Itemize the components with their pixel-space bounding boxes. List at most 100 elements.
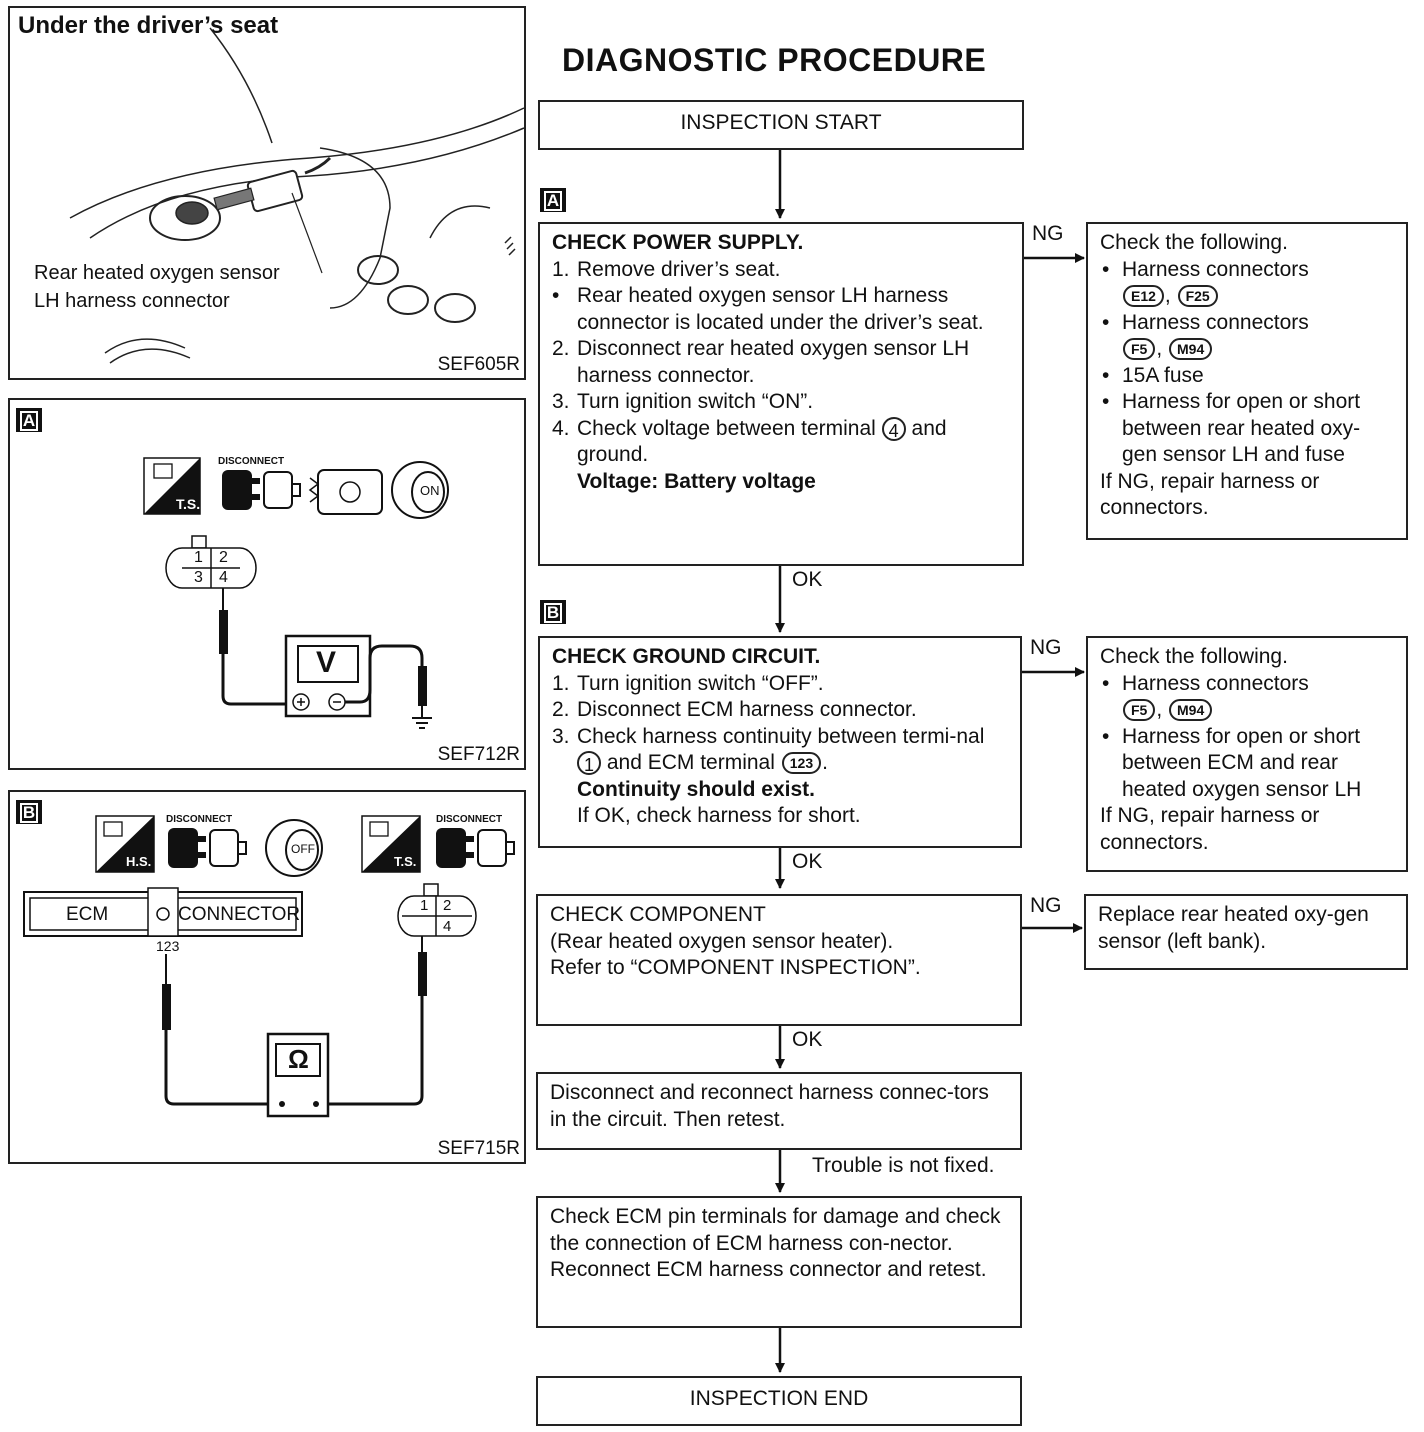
seat-panel-heading: Under the driver’s seat (18, 12, 279, 39)
ng-a-outro: If NG, repair harness or connectors. (1100, 469, 1320, 520)
step-b-item-3: 3.Check harness continuity between termi… (552, 724, 985, 776)
check-ecm-pins-box: Check ECM pin terminals for damage and c… (536, 1196, 1022, 1328)
step-b-note: If OK, check harness for short. (577, 804, 861, 827)
step-e-text: Check ECM pin terminals for damage and c… (550, 1205, 1001, 1281)
step-a-spec: Voltage: Battery voltage (577, 469, 816, 493)
pin-1: 1 (420, 897, 429, 914)
sensor-connector (397, 883, 477, 937)
disconnect-label: DISCONNECT (218, 456, 285, 467)
hs-label: H.S. (126, 854, 152, 869)
disconnect-icon (222, 470, 301, 510)
ecm-connector (23, 887, 303, 937)
reconnect-retest-box: Disconnect and reconnect harness connec-… (536, 1072, 1022, 1150)
pin-1: 1 (194, 549, 203, 566)
ng-a-box: Check the following. •Harness connectors… (1086, 222, 1408, 540)
voltage-check-panel: A (8, 398, 526, 770)
step-b-item-2: 2.Disconnect ECM harness connector. (552, 698, 917, 721)
pin-4: 4 (443, 918, 452, 935)
step-a-badge: A (540, 188, 566, 212)
connector-m94-badge: M94 (1169, 338, 1213, 361)
disconnect-icon (436, 828, 515, 868)
step-c-line-2: (Rear heated oxygen sensor heater). (550, 929, 894, 953)
ng-a-bullet-4: •Harness for open or short between rear … (1102, 390, 1361, 466)
ng-b-intro: Check the following. (1100, 645, 1288, 668)
ignition-on-icon (391, 461, 449, 519)
inspection-start-box: INSPECTION START (538, 100, 1024, 150)
ng-a-bullet-3: •15A fuse (1102, 363, 1204, 387)
panel-a-badge: A (16, 408, 42, 432)
step-a-item-4: 4.Check voltage between terminal 4 and g… (552, 416, 947, 467)
voltmeter-symbol: V (316, 646, 337, 679)
sensor-callout-line1: Rear heated oxygen sensor (34, 262, 280, 284)
ng-label: NG (1032, 222, 1064, 245)
step-b-title: CHECK GROUND CIRCUIT. (552, 645, 821, 668)
ng-label: NG (1030, 636, 1062, 659)
ts-label: T.S. (394, 854, 417, 869)
ng-c-text: Replace rear heated oxy-gen sensor (left… (1098, 903, 1369, 953)
ng-b-outro: If NG, repair harness or connectors. (1100, 804, 1320, 854)
connector-label: CONNECTOR (178, 904, 301, 925)
ng-c-box: Replace rear heated oxy-gen sensor (left… (1084, 894, 1408, 970)
step-b-item-1: 1.Turn ignition switch “OFF”. (552, 671, 824, 695)
step-b-spec: Continuity should exist. (577, 777, 816, 801)
ng-b-box: Check the following. •Harness connectors… (1086, 636, 1408, 872)
ok-label: OK (792, 850, 823, 873)
terminal-1-badge: 1 (577, 751, 601, 776)
pin-2: 2 (443, 897, 452, 914)
seat-illustration (69, 27, 525, 364)
figure-code: SEF715R (437, 1138, 520, 1159)
ng-b-bullet-2: •Harness for open or short between ECM a… (1102, 724, 1362, 801)
engine-icon (308, 469, 383, 515)
test-sheet-icon (143, 457, 201, 515)
connector-e12-badge: E12 (1123, 285, 1164, 308)
sensor-callout-line2: LH harness connector (34, 290, 230, 312)
check-ground-circuit-box: CHECK GROUND CIRCUIT. 1.Turn ignition sw… (538, 636, 1022, 848)
step-a-item-2: 2.Disconnect rear heated oxygen sensor L… (552, 337, 970, 387)
connector-f5-badge: F5 (1123, 699, 1156, 722)
disconnect-label: DISCONNECT (436, 814, 503, 825)
pin-4: 4 (219, 569, 228, 586)
inspection-end-box: INSPECTION END (536, 1376, 1022, 1426)
seat-location-panel: Under the driver’s seat Rear heated oxyg… (8, 6, 526, 380)
on-label: ON (420, 483, 440, 498)
off-label: OFF (291, 842, 315, 856)
step-a-item-1: 1.Remove driver’s seat. (552, 257, 781, 281)
ecm-label: ECM (66, 904, 109, 925)
voltmeter (284, 634, 372, 718)
step-a-item-3: 3.Turn ignition switch “ON”. (552, 390, 814, 413)
connector-f25-badge: F25 (1177, 285, 1218, 308)
step-b-badge: B (540, 600, 566, 624)
connector-f5-badge: F5 (1123, 338, 1156, 361)
ng-a-intro: Check the following. (1100, 231, 1288, 254)
connector-m94-badge: M94 (1169, 699, 1213, 722)
ecm-terminal-123-badge: 123 (781, 752, 822, 775)
ts-label: T.S. (176, 496, 201, 512)
pin-2: 2 (219, 549, 228, 566)
terminal-4-badge: 4 (881, 416, 906, 441)
figure-code: SEF712R (437, 744, 520, 765)
ohmmeter-symbol: Ω (288, 1044, 309, 1074)
check-component-box: CHECK COMPONENT (Rear heated oxygen sens… (536, 894, 1022, 1026)
step-a-bullet: •Rear heated oxygen sensor LH harness co… (552, 284, 984, 334)
ok-label: OK (792, 568, 823, 591)
disconnect-icon (168, 828, 247, 868)
pin-3: 3 (194, 569, 203, 586)
step-a-title: CHECK POWER SUPPLY. (552, 231, 804, 254)
ground-symbol (412, 717, 432, 729)
test-sheet-icon (361, 815, 421, 873)
page-title: DIAGNOSTIC PROCEDURE (562, 42, 987, 78)
trouble-not-fixed-label: Trouble is not fixed. (812, 1154, 995, 1177)
ecm-terminal-label: 123 (156, 938, 180, 954)
ohmmeter (266, 1032, 330, 1118)
check-power-supply-box: CHECK POWER SUPPLY. 1.Remove driver’s se… (538, 222, 1024, 566)
panel-b-badge: B (16, 800, 42, 824)
step-d-text: Disconnect and reconnect harness connec-… (550, 1081, 989, 1131)
ok-label: OK (792, 1028, 823, 1051)
disconnect-label: DISCONNECT (166, 814, 233, 825)
continuity-check-diagram (23, 815, 515, 1118)
step-c-line-3: Refer to “COMPONENT INSPECTION”. (550, 956, 921, 979)
harness-sheet-icon (95, 815, 155, 873)
